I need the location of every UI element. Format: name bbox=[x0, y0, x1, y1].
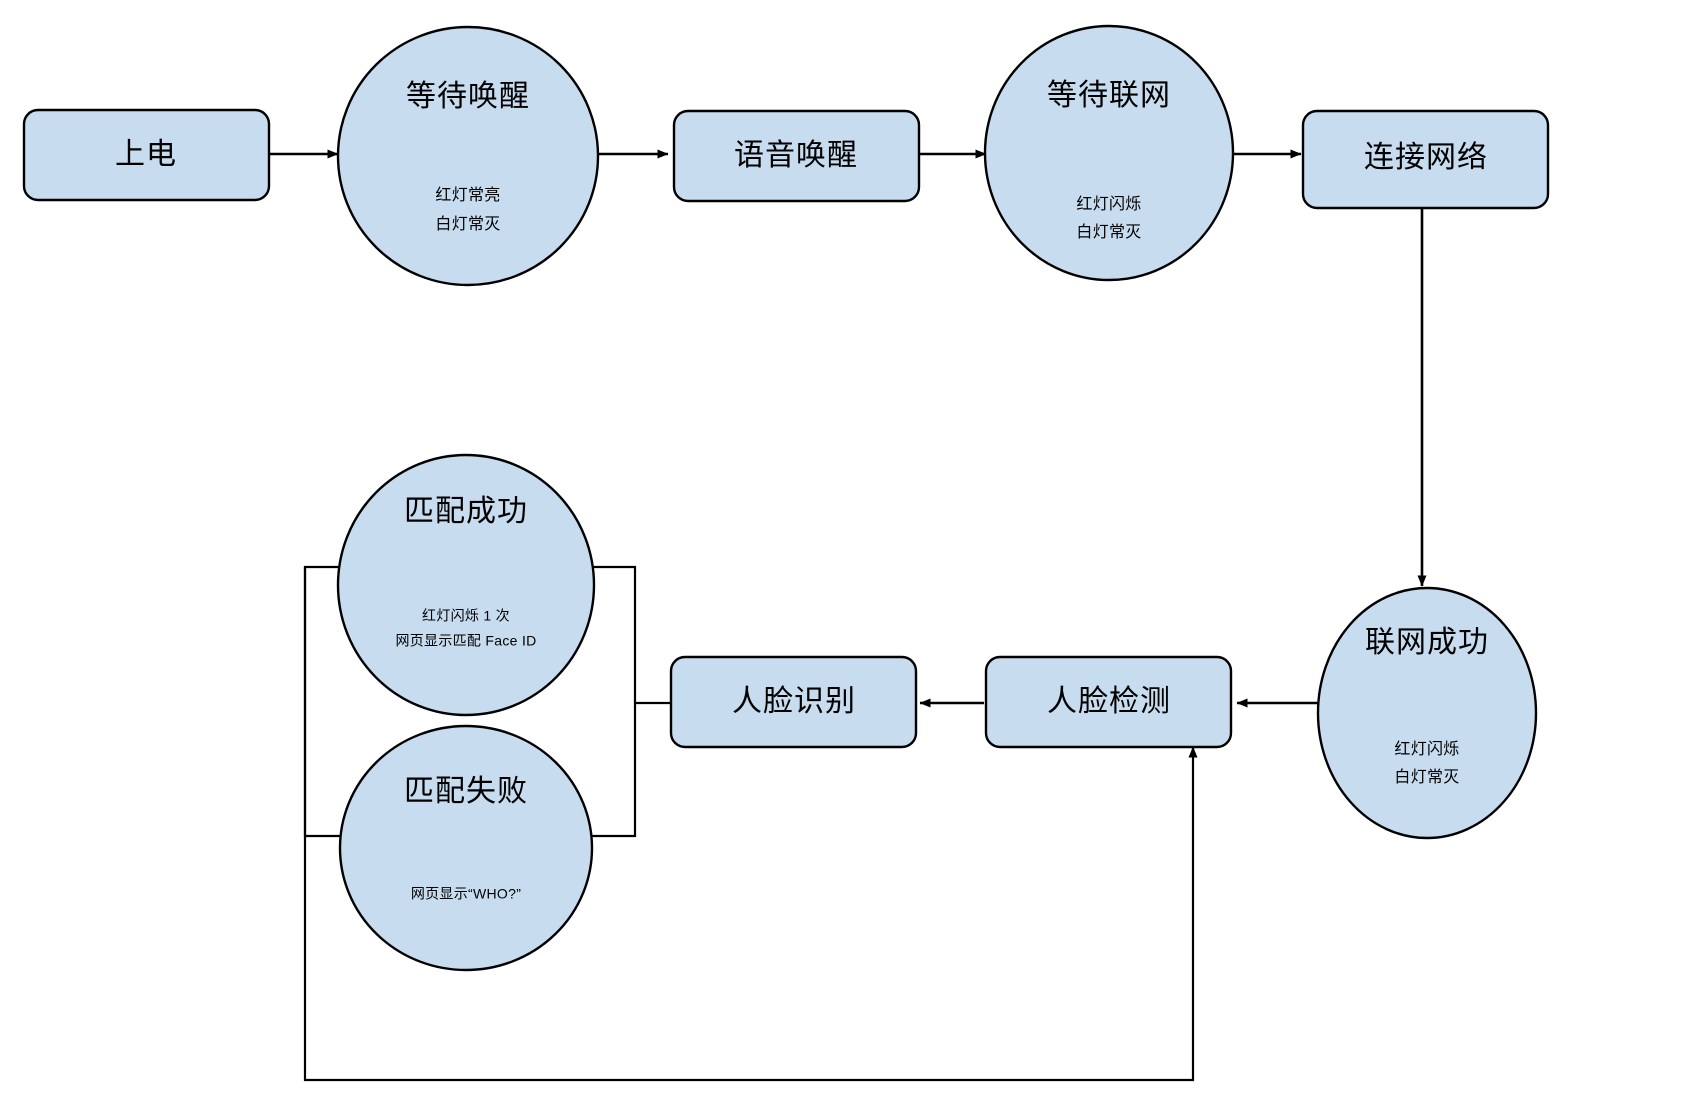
node-wait-network-label: 等待联网 bbox=[1047, 79, 1171, 112]
node-match-success-label: 匹配成功 bbox=[404, 495, 528, 528]
node-wait-wakeup-sub-1: 红灯常亮 bbox=[435, 186, 500, 204]
node-match-success-sub-1: 红灯闪烁 1 次 bbox=[422, 608, 510, 624]
node-network-success[interactable]: 联网成功 红灯闪烁 白灯常灭 bbox=[1316, 586, 1538, 840]
node-face-recognize[interactable]: 人脸识别 bbox=[669, 655, 918, 749]
node-match-fail[interactable]: 匹配失败 网页显示“WHO?” bbox=[338, 724, 594, 972]
node-wait-wakeup-label: 等待唤醒 bbox=[406, 80, 530, 113]
node-connect-network-shape bbox=[1301, 109, 1550, 210]
node-network-success-sub-1: 红灯闪烁 bbox=[1394, 740, 1459, 758]
node-network-success-shape bbox=[1316, 586, 1538, 840]
node-face-recognize-shape bbox=[669, 655, 918, 749]
node-face-detect[interactable]: 人脸检测 bbox=[984, 655, 1233, 749]
node-power-on-label: 上电 bbox=[115, 138, 177, 171]
node-face-detect-shape bbox=[984, 655, 1233, 749]
edges-layer bbox=[269, 149, 1427, 1082]
node-match-fail-label: 匹配失败 bbox=[404, 775, 528, 808]
node-wait-wakeup-sub-2: 白灯常灭 bbox=[435, 215, 500, 233]
node-power-on-shape bbox=[22, 108, 271, 202]
node-power-on[interactable]: 上电 bbox=[22, 108, 271, 202]
node-wait-network[interactable]: 等待联网 红灯闪烁 白灯常灭 bbox=[983, 24, 1235, 282]
node-voice-wakeup-label: 语音唤醒 bbox=[734, 139, 858, 172]
node-wait-network-sub-1: 红灯闪烁 bbox=[1076, 195, 1141, 213]
node-match-success-shape bbox=[336, 453, 596, 717]
node-wait-network-shape bbox=[983, 24, 1235, 282]
node-wait-network-sub-2: 白灯常灭 bbox=[1076, 223, 1141, 241]
node-voice-wakeup-shape bbox=[672, 109, 921, 203]
node-wait-wakeup-shape bbox=[336, 25, 600, 287]
edge-match-fail-to-face-detect bbox=[303, 567, 1198, 1082]
node-connect-network-label: 连接网络 bbox=[1364, 141, 1488, 174]
node-match-fail-sub-1: 网页显示“WHO?” bbox=[411, 886, 521, 902]
node-network-success-label: 联网成功 bbox=[1365, 626, 1489, 659]
node-face-detect-label: 人脸检测 bbox=[1047, 685, 1171, 718]
node-network-success-sub-2: 白灯常灭 bbox=[1394, 768, 1459, 786]
node-wait-wakeup[interactable]: 等待唤醒 红灯常亮 白灯常灭 bbox=[336, 25, 600, 287]
node-match-success-sub-2: 网页显示匹配 Face ID bbox=[395, 633, 536, 649]
node-match-success[interactable]: 匹配成功 红灯闪烁 1 次 网页显示匹配 Face ID bbox=[336, 453, 596, 717]
node-connect-network[interactable]: 连接网络 bbox=[1301, 109, 1550, 210]
node-match-fail-shape bbox=[338, 724, 594, 972]
node-voice-wakeup[interactable]: 语音唤醒 bbox=[672, 109, 921, 203]
nodes-layer: 上电 等待唤醒 红灯常亮 白灯常灭 语音唤醒 等待联网 红灯闪烁 白灯常灭 bbox=[22, 24, 1550, 972]
node-face-recognize-label: 人脸识别 bbox=[732, 685, 856, 718]
